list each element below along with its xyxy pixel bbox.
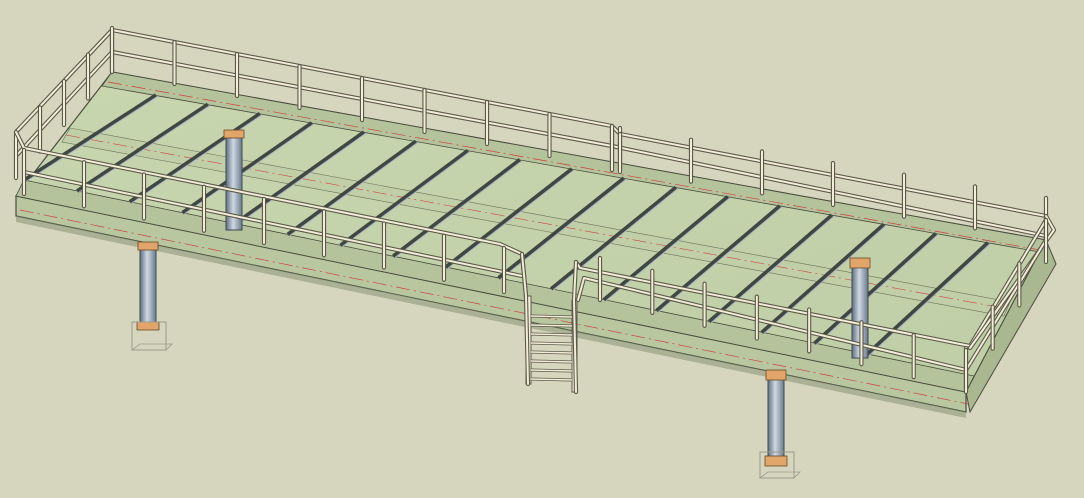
handrail — [13, 25, 1057, 395]
grating-bar — [444, 167, 574, 269]
ladder-rung-highlight — [530, 333, 573, 336]
grating-bar — [865, 241, 990, 356]
support-column-right-front — [758, 369, 801, 479]
center-line-mid — [65, 134, 1009, 310]
grating-bar — [602, 195, 730, 302]
ladder-stile-right-highlight — [573, 261, 577, 393]
grating-bar — [549, 185, 678, 291]
deck — [14, 71, 1057, 418]
grating-bar-highlight — [710, 215, 835, 324]
grating-bar-highlight — [605, 197, 731, 302]
grating-bar-highlight — [289, 141, 419, 236]
center-line-back — [107, 81, 1041, 251]
grating-bar — [286, 139, 418, 237]
ladder-rung-highlight — [530, 315, 573, 318]
rail-right-mid-highlight — [965, 239, 1047, 371]
grating-bar — [760, 222, 886, 335]
rail-right-top-highlight — [969, 215, 1055, 349]
grating-bar — [497, 176, 626, 280]
grating-bar-highlight — [78, 105, 211, 193]
grating-bar-highlight — [342, 151, 471, 247]
grating-bar-highlight — [816, 234, 939, 345]
grating-bar — [707, 213, 834, 324]
grating-bar — [339, 148, 470, 248]
ladder-stile-left-highlight — [521, 253, 529, 385]
grating-bar-highlight — [447, 169, 575, 269]
ladder-rung-highlight — [530, 360, 573, 363]
grating-bar — [23, 93, 158, 182]
rail-front-left-mid-highlight — [23, 171, 523, 277]
rail-front-right-top-highlight — [575, 219, 1047, 347]
grating-bar-highlight — [658, 206, 783, 313]
rail-front-right-mid-highlight — [577, 277, 967, 371]
grating-bar-highlight — [131, 114, 263, 204]
grating-bar — [391, 158, 522, 258]
grating-bar-highlight — [763, 224, 887, 334]
grating-bar — [234, 130, 366, 226]
grating-bars — [23, 93, 991, 356]
grating-bar-highlight — [236, 132, 367, 226]
ladder-rung-highlight — [530, 378, 573, 381]
grating-bar — [76, 102, 210, 193]
grating-bar — [655, 204, 782, 313]
grating-bar — [128, 112, 262, 204]
support-column-left-back — [223, 129, 245, 231]
support-column-left-front — [130, 241, 173, 351]
grating-bar-highlight — [26, 95, 159, 182]
ladder-rung-highlight — [530, 351, 573, 354]
grating-bar — [813, 232, 938, 345]
grating-bar-highlight — [184, 123, 315, 215]
grating-bar-highlight — [394, 160, 523, 258]
ladder-rung-highlight — [530, 342, 573, 345]
ladder-rung-highlight — [530, 369, 573, 372]
ladder-rung-highlight — [530, 324, 573, 327]
center-line-front — [19, 209, 969, 405]
grating-bar-highlight — [868, 243, 991, 356]
beam-underside — [16, 216, 966, 418]
